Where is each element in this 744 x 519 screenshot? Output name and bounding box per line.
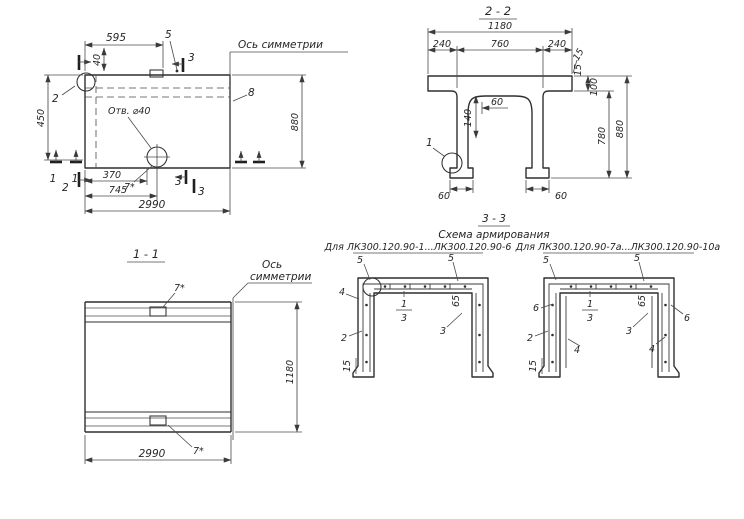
foot-detail-circle [441,152,463,174]
left-u-outline [352,277,494,378]
plan-dimensions: 595 5 40 450 880 370 745 2990 [36,29,306,215]
left-callout-5a: 5 [357,255,363,266]
callout-8: 8 [248,87,255,99]
cut-3-bottom-label-a: 3 [175,176,182,188]
plan-symmetry-axis: Ось симметрии [229,39,348,177]
right-callout-3b: 3 [626,326,632,337]
dim-15-right: 15 [573,64,584,76]
section-1-1-axis: Ось симметрии [232,259,312,440]
right-callout-4b: 4 [649,344,655,355]
left-callout-2: 2 [341,333,347,344]
dim-15-top: 15 [571,47,587,63]
dim-880-plan: 880 [290,113,301,131]
right-callout-4a: 4 [574,345,580,356]
right-variant-caption: Для ЛК300.120.90-7а...ЛК300.120.90-10а [515,242,721,253]
right-callout-2: 2 [527,333,533,344]
embed-plate-bottom [149,415,167,426]
axis-label-line2: симметрии [250,271,312,283]
dim-140: 140 [463,109,474,127]
dim-60-right: 60 [555,191,567,202]
section-1-1-outline [84,301,232,433]
dim-1180-22: 1180 [488,21,512,32]
dim-240-left: 240 [433,39,451,50]
left-u-callouts: 5 5 4 1 3 3 2 15 65 [339,253,463,374]
section-2-2-view: 2 - 2 1180 240 760 240 15 15 100 [426,4,632,202]
section-3-3-right: 5 5 6 1 3 3 2 6 4 4 15 [527,253,690,378]
dim-40: 40 [92,54,103,66]
section-2-2-title: 2 - 2 [485,4,511,18]
right-u-outline [538,277,680,378]
cut-3-bottom-label-b: 3 [198,186,205,198]
axis-of-symmetry-label: Ось симметрии [238,39,323,51]
plan-view: Ось симметрии 2 2 3 3 3 1 1 [36,29,348,215]
embed-plate-top [149,306,167,317]
plan-embed-plate [149,69,164,78]
section-3-3-left: 5 5 4 1 3 3 2 15 65 [339,253,494,378]
left-callout-3a: 3 [401,313,407,324]
dim-880-22: 880 [615,120,626,138]
right-dim-65: 65 [637,295,648,307]
plan-callouts: Отв. ⌀40 8 7* [108,87,255,193]
right-callout-1: 1 [587,299,593,310]
section-1-1-title: 1 - 1 [133,247,159,261]
dim-1180-11: 1180 [285,360,296,384]
right-callout-6-right: 6 [684,313,690,324]
section-1-1-view: 1 - 1 Ось симметрии 7* 7 [84,247,312,464]
dim-760: 760 [491,39,509,50]
section-1-1-dimensions: 1180 2990 [84,301,302,464]
right-callout-3a: 3 [587,313,593,324]
reinforcement-scheme-subtitle: Схема армирования [438,229,549,241]
dim-60-left: 60 [438,191,450,202]
right-callout-6-left: 6 [533,303,539,314]
callout-5: 5 [165,29,172,41]
left-variant-caption: Для ЛК300.120.90-1...ЛК300.120.90-6 [324,242,512,253]
left-u-reinforcement [362,283,484,372]
dim-100: 100 [589,78,600,96]
section-2-2-outline [427,75,573,179]
left-u-detail-circle [362,277,382,297]
dim-595: 595 [106,32,126,44]
left-callout-1: 1 [401,299,407,310]
left-callout-5b: 5 [448,253,454,264]
right-u-callouts: 5 5 6 1 3 3 2 6 4 4 15 [527,253,690,374]
cut-3-top-label: 3 [188,52,195,64]
dim-240-right: 240 [548,39,566,50]
callout-7-bottom: 7* [193,446,204,457]
dim-60-haunch: 60 [491,97,503,108]
section-3-3-view: 3 - 3 Схема армирования Для ЛК300.120.90… [324,213,721,378]
section-2-2-callout-1: 1 [426,137,463,174]
plan-detail-circle [76,72,96,92]
cut-1-label-a: 1 [50,173,57,185]
hole-label: Отв. ⌀40 [108,106,150,117]
axis-label-line1: Ось [262,259,282,271]
dim-370: 370 [103,170,121,181]
left-dim-65: 65 [451,295,462,307]
cut-1-label-b: 1 [72,173,79,185]
section-2-2-dimensions: 1180 240 760 240 15 15 100 780 880 60 14… [427,21,632,202]
dim-745: 745 [109,185,127,196]
right-u-reinforcement [548,283,670,372]
right-callout-5b: 5 [634,253,640,264]
right-dim-15: 15 [528,360,539,372]
section-1-1-callouts: 7* 7* [162,283,204,457]
callout-1-22: 1 [426,137,433,149]
right-callout-5a: 5 [543,255,549,266]
left-callout-4: 4 [339,287,345,298]
section-3-3-title: 3 - 3 [482,213,506,225]
left-callout-3b: 3 [440,326,446,337]
callout-7-top: 7* [174,283,185,294]
plan-outline [76,69,231,170]
dim-780: 780 [597,127,608,145]
cut-2-top-label: 2 [52,93,59,105]
dim-2990-plan: 2990 [139,199,166,211]
dim-2990-11: 2990 [139,448,166,460]
callout-7-plan: 7* [124,182,135,193]
dim-450: 450 [36,109,47,127]
plan-body-outline [84,74,231,169]
cut-2-bottom-label: 2 [62,182,69,194]
left-dim-15: 15 [342,360,353,372]
